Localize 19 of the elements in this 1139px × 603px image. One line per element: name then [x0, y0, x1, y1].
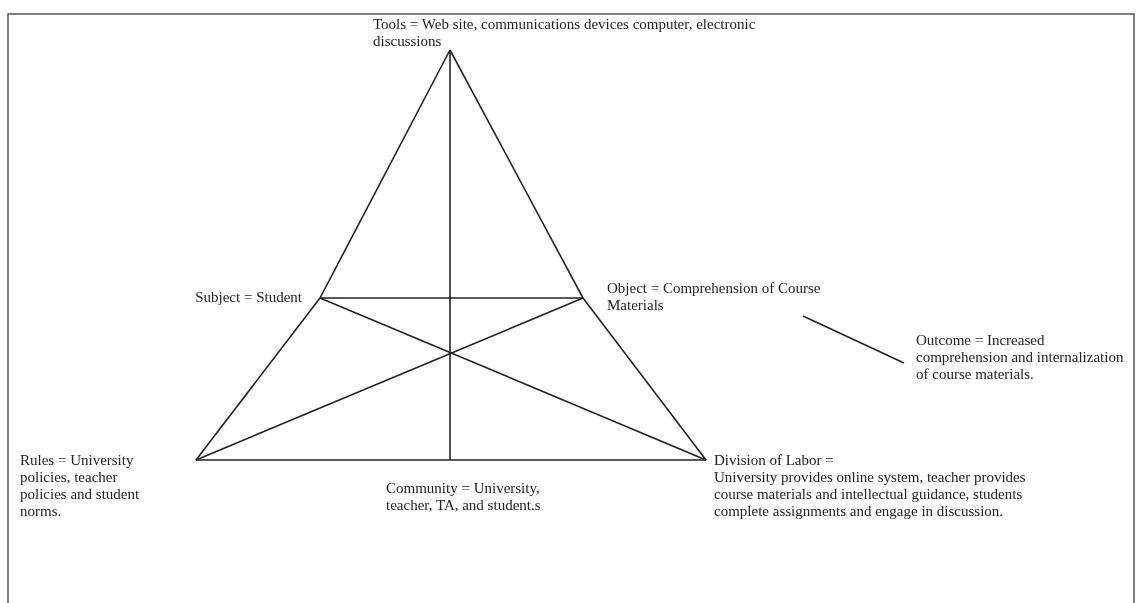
vertex-label: Division of Labor =	[714, 452, 835, 469]
connector-line	[582, 297, 707, 461]
vertex-label: Subject = Student	[194, 289, 302, 306]
vertex-label: Tools = Web site, communications devices computer, electronic discussions	[373, 16, 757, 50]
vertex-label: Rules = University policies, teacher policies and student norms.	[20, 452, 141, 520]
vertex-description: University provides online system, teacher provides course materials and intellectual guidance, students complete assignments and engage in discussion.	[714, 469, 1027, 520]
connector-line	[449, 49, 584, 299]
vertex-label: Outcome = Increased comprehension and internalization of course materials.	[916, 332, 1125, 383]
connector-line	[195, 297, 321, 461]
vertex-label: Community = University, teacher, TA, and student.s	[386, 480, 542, 514]
connector-line	[319, 297, 584, 299]
connector-line	[195, 459, 451, 461]
connector-line	[319, 297, 707, 461]
connector-line	[449, 459, 707, 461]
connector-line	[319, 49, 451, 299]
connector-line	[195, 297, 584, 461]
connector-line	[449, 49, 451, 461]
vertex-label: Object = Comprehension of Course Materials	[607, 280, 822, 314]
connector-line	[802, 315, 905, 364]
